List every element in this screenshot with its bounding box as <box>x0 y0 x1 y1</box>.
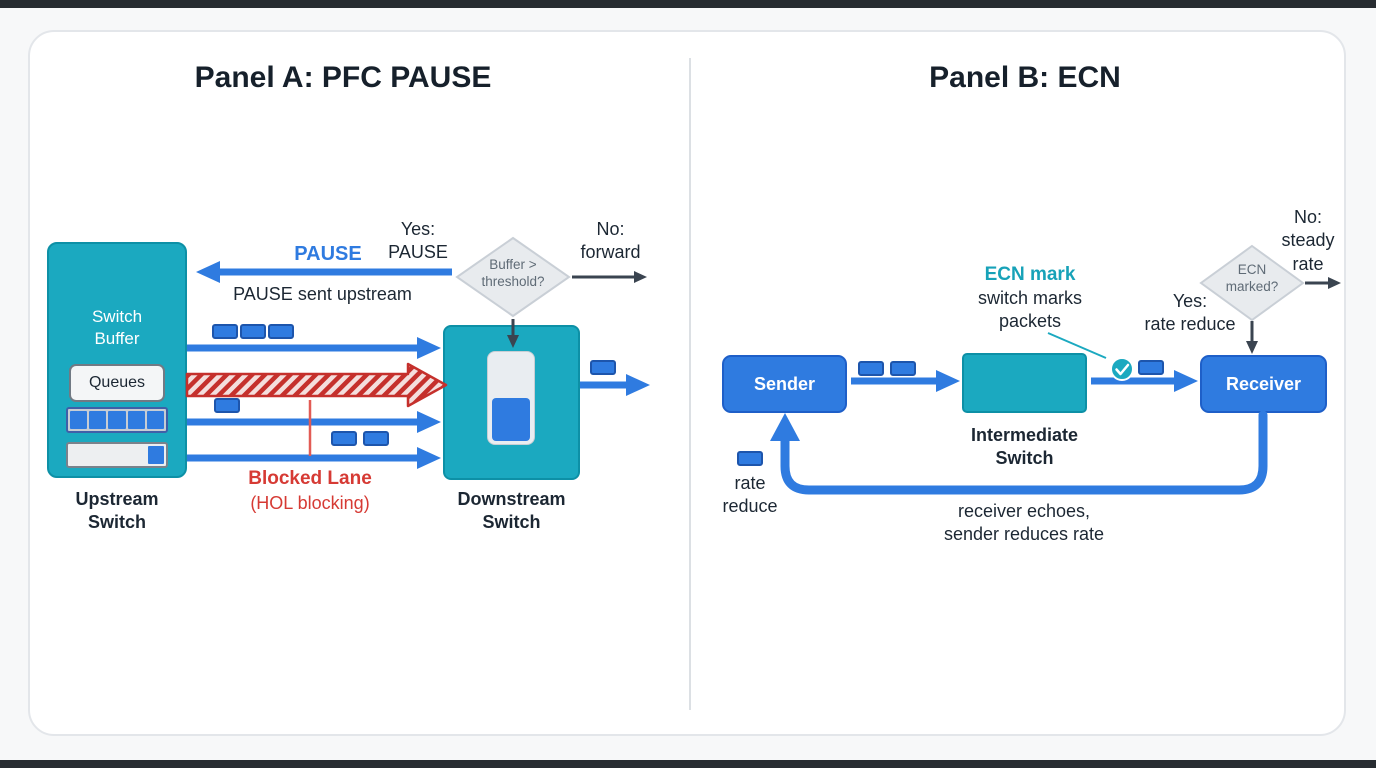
downstream-switch-label: Downstream Switch <box>457 489 566 533</box>
bottom-letterbox-bar <box>0 760 1376 768</box>
queue-segment <box>108 411 126 429</box>
packet-icon <box>1138 360 1164 375</box>
decision-yes-label-a: Yes: PAUSE <box>388 219 448 263</box>
queue-segment <box>148 446 164 464</box>
panel-divider <box>689 58 691 710</box>
queue-bar-empty <box>66 442 168 468</box>
packet-icon <box>331 431 357 446</box>
switch-buffer-label: Switch Buffer <box>91 307 143 349</box>
pause-label: PAUSE <box>294 243 362 265</box>
panel-b-title: Panel B: ECN <box>929 61 1121 94</box>
packet-icon <box>737 451 763 466</box>
queue-segment <box>89 411 107 429</box>
top-letterbox-bar <box>0 0 1376 8</box>
buffer-threshold-question: Buffer > threshold? <box>481 257 545 289</box>
feedback-caption: receiver echoes, sender reduces rate <box>943 501 1105 545</box>
packet-icon <box>268 324 294 339</box>
decision-no-label-b: No: steady rate <box>1281 207 1335 274</box>
queue-segment <box>127 411 145 429</box>
packet-icon <box>858 361 884 376</box>
packet-icon <box>890 361 916 376</box>
ecn-mark-label: ECN mark <box>984 264 1076 285</box>
queues-chip: Queues <box>69 364 165 402</box>
pause-caption: PAUSE sent upstream <box>233 284 412 304</box>
panel-a-title: Panel A: PFC PAUSE <box>194 61 492 94</box>
packet-icon <box>363 431 389 446</box>
packet-icon <box>214 398 240 413</box>
downstream-buffer-icon <box>487 351 535 445</box>
sender-node: Sender <box>722 355 847 413</box>
blocked-lane-label: Blocked Lane <box>248 468 372 489</box>
intermediate-switch-box <box>962 353 1087 413</box>
rate-reduce-label: rate reduce <box>722 473 778 517</box>
buffer-fill-level <box>492 398 530 441</box>
packet-icon <box>212 324 238 339</box>
hol-blocking-label: (HOL blocking) <box>250 493 370 513</box>
ecn-mark-caption: switch marks packets <box>977 288 1082 332</box>
decision-yes-label-b: Yes: rate reduce <box>1144 291 1236 335</box>
queue-segment <box>70 411 88 429</box>
decision-no-label-a: No: forward <box>580 219 641 263</box>
intermediate-switch-label: Intermediate Switch <box>970 425 1079 469</box>
packet-icon <box>240 324 266 339</box>
queue-segment <box>146 411 165 429</box>
upstream-switch-label: Upstream Switch <box>75 489 159 533</box>
packet-icon <box>590 360 616 375</box>
upstream-switch-box <box>47 242 187 478</box>
queue-bar-full <box>66 407 168 433</box>
